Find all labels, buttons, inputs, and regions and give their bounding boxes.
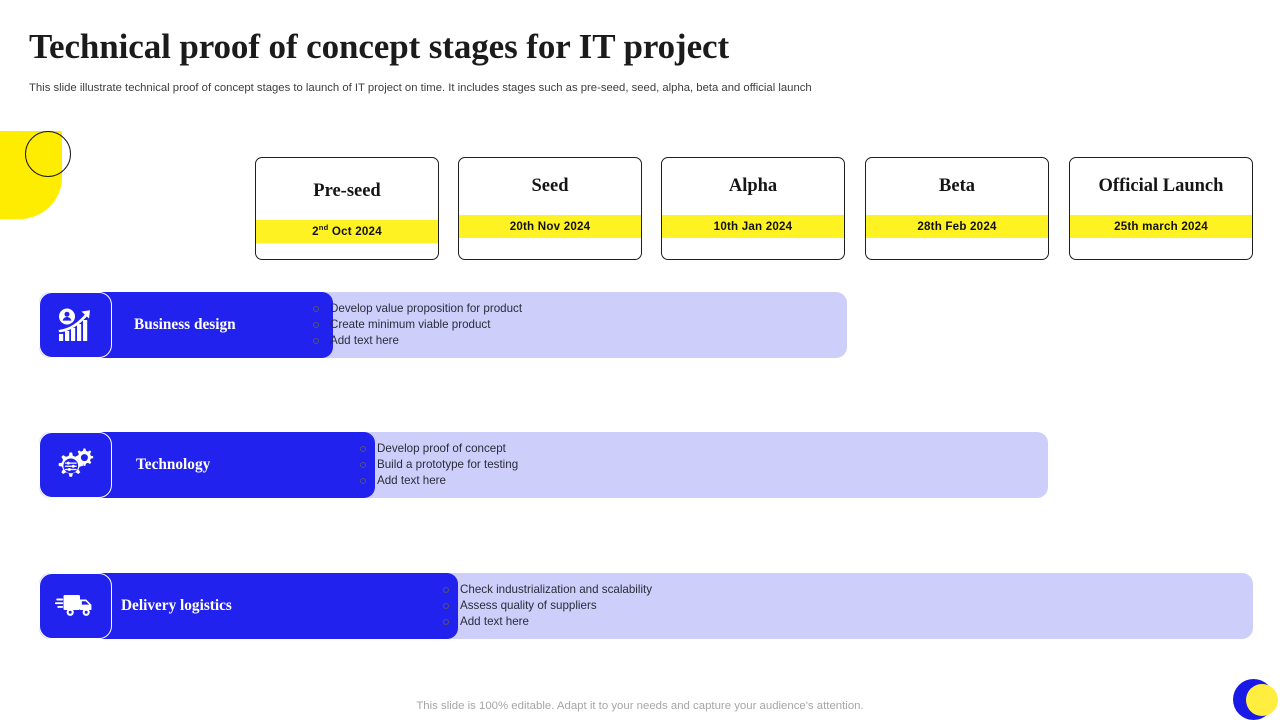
- footer-note: This slide is 100% editable. Adapt it to…: [416, 700, 864, 712]
- bullet-item: Develop proof of concept: [360, 441, 518, 457]
- stage-card-row: Pre-seed 2nd Oct 2024 Seed 20th Nov 2024…: [0, 157, 1280, 260]
- row-label: Technology: [136, 456, 211, 473]
- stage-date-band: 10th Jan 2024: [662, 215, 844, 238]
- stage-title: Beta: [939, 176, 975, 196]
- bullet-marker-icon: [360, 478, 366, 484]
- bullet-text: Create minimum viable product: [330, 318, 491, 331]
- stage-date: 2nd Oct 2024: [312, 223, 382, 238]
- bullet-marker-icon: [443, 587, 449, 593]
- stage-title: Official Launch: [1098, 176, 1224, 196]
- delivery-truck-icon: [39, 573, 112, 639]
- row-bullet-list: Develop value proposition for product Cr…: [313, 292, 522, 358]
- bullet-text: Develop proof of concept: [377, 442, 506, 455]
- content-row-delivery-logistics: Delivery logistics Check industrializati…: [39, 573, 1253, 639]
- stage-title: Seed: [531, 176, 569, 196]
- bullet-text: Develop value proposition for product: [330, 302, 523, 315]
- row-bullet-list: Develop proof of concept Build a prototy…: [360, 432, 518, 498]
- stage-card-seed[interactable]: Seed 20th Nov 2024: [458, 157, 642, 260]
- stage-date: 25th march 2024: [1114, 220, 1208, 233]
- bullet-marker-icon: [313, 306, 319, 312]
- bullet-item: Build a prototype for testing: [360, 457, 518, 473]
- bullet-item: Create minimum viable product: [313, 317, 522, 333]
- row-label-chip[interactable]: [75, 573, 458, 639]
- content-row-technology: Technology Develop proof of co: [39, 432, 1048, 498]
- bullet-marker-icon: [313, 338, 319, 344]
- bullet-marker-icon: [313, 322, 319, 328]
- bullet-text: Check industrialization and scalability: [460, 583, 653, 596]
- bullet-item: Add text here: [360, 473, 518, 489]
- content-row-business-design: Business design Develop value propositio…: [39, 292, 847, 358]
- row-label-chip[interactable]: [75, 292, 333, 358]
- decorative-circle-outline: [25, 131, 71, 177]
- bullet-text: Add text here: [460, 615, 529, 628]
- stage-title: Alpha: [728, 176, 778, 196]
- growth-chart-person-icon: [39, 292, 112, 358]
- bullet-text: Add text here: [377, 474, 446, 487]
- stage-date-band: 28th Feb 2024: [866, 215, 1048, 238]
- stage-date: 20th Nov 2024: [509, 220, 591, 233]
- bullet-item: Develop value proposition for product: [313, 301, 522, 317]
- bullet-item: Assess quality of suppliers: [443, 598, 652, 614]
- stage-date-band: 25th march 2024: [1070, 215, 1252, 238]
- stage-date: 28th Feb 2024: [917, 220, 997, 233]
- stage-title: Pre-seed: [313, 181, 381, 201]
- stage-card-beta[interactable]: Beta 28th Feb 2024: [865, 157, 1049, 260]
- bullet-text: Build a prototype for testing: [377, 458, 519, 471]
- row-label: Delivery logistics: [121, 597, 232, 614]
- bullet-marker-icon: [443, 603, 449, 609]
- page-subtitle: This slide illustrate technical proof of…: [29, 82, 812, 94]
- row-label-chip[interactable]: [75, 432, 375, 498]
- stage-card-official-launch[interactable]: Official Launch 25th march 2024: [1069, 157, 1253, 260]
- bullet-item: Add text here: [313, 333, 522, 349]
- bullet-marker-icon: [360, 462, 366, 468]
- stage-date-band: 20th Nov 2024: [459, 215, 641, 238]
- decorative-yellow-circle: [1246, 684, 1278, 716]
- bullet-item: Add text here: [443, 614, 652, 630]
- stage-date: 10th Jan 2024: [713, 220, 793, 233]
- stage-date-band: 2nd Oct 2024: [256, 220, 438, 243]
- bullet-text: Add text here: [330, 334, 399, 347]
- bullet-text: Assess quality of suppliers: [460, 599, 597, 612]
- bullet-marker-icon: [443, 619, 449, 625]
- stage-card-alpha[interactable]: Alpha 10th Jan 2024: [661, 157, 845, 260]
- page-title: Technical proof of concept stages for IT…: [29, 27, 730, 66]
- row-label: Business design: [134, 316, 236, 333]
- bullet-marker-icon: [360, 446, 366, 452]
- bullet-item: Check industrialization and scalability: [443, 582, 652, 598]
- stage-card-pre-seed[interactable]: Pre-seed 2nd Oct 2024: [255, 157, 439, 260]
- row-bullet-list: Check industrialization and scalability …: [443, 573, 652, 639]
- gears-settings-icon: [39, 432, 112, 498]
